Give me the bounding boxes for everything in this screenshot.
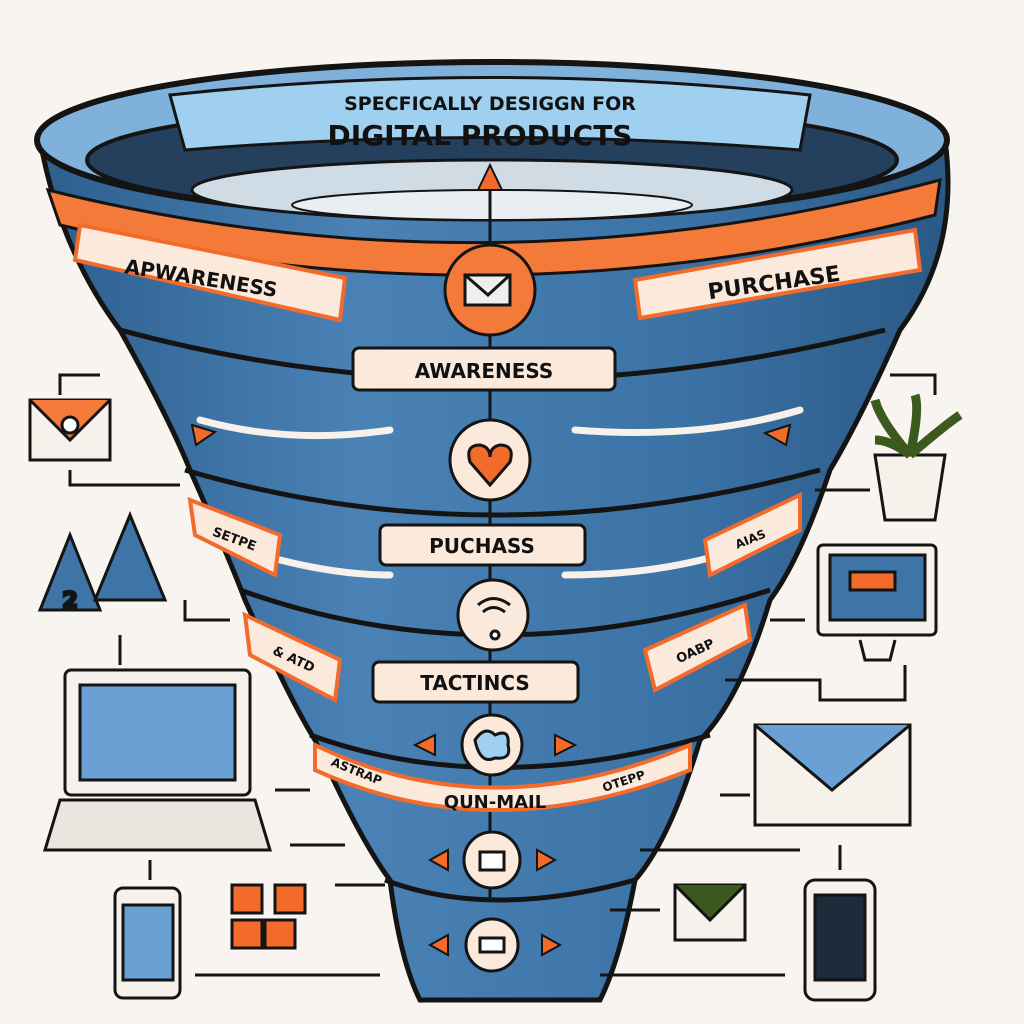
phone-right-icon — [803, 878, 877, 1002]
title-line1: SPECFICALLY DESIGGN FOR — [344, 93, 636, 115]
svg-text:PUCHASS: PUCHASS — [429, 534, 535, 558]
mountain-icon: 2 — [37, 511, 168, 616]
label-left-2: SETPE — [187, 496, 283, 579]
label-tactics: TACTINCS — [371, 660, 580, 704]
svg-text:TACTINCS: TACTINCS — [420, 671, 530, 695]
label-purchase: PUCHASS — [378, 523, 587, 567]
svg-text:QUN-MAIL: QUN-MAIL — [444, 792, 546, 813]
wifi-icon — [456, 578, 530, 652]
mail-icon — [753, 723, 912, 827]
envelope-left-icon — [28, 398, 112, 462]
laptop-icon — [42, 668, 273, 852]
label-right-3: OABP — [642, 602, 753, 693]
label-awareness: AWARENESS — [351, 346, 617, 392]
label-left-3: & ATD — [242, 611, 343, 704]
up-arrow-icon — [476, 162, 504, 191]
envelope-small-icon — [673, 883, 747, 942]
svg-text:2: 2 — [62, 589, 77, 614]
arrow-icon — [762, 423, 792, 447]
title-line2: DIGITAL PRODUCTS — [328, 119, 633, 152]
cubes-icon — [230, 883, 307, 950]
svg-text:AWARENESS: AWARENESS — [415, 359, 554, 383]
plant-icon — [870, 393, 963, 522]
monitor-icon — [816, 543, 938, 662]
label-right-2: AIAS — [702, 491, 802, 579]
title-banner — [168, 76, 812, 152]
funnel-body — [37, 137, 951, 1003]
phone-left-icon — [113, 886, 182, 1000]
arrow-icon — [190, 423, 218, 447]
